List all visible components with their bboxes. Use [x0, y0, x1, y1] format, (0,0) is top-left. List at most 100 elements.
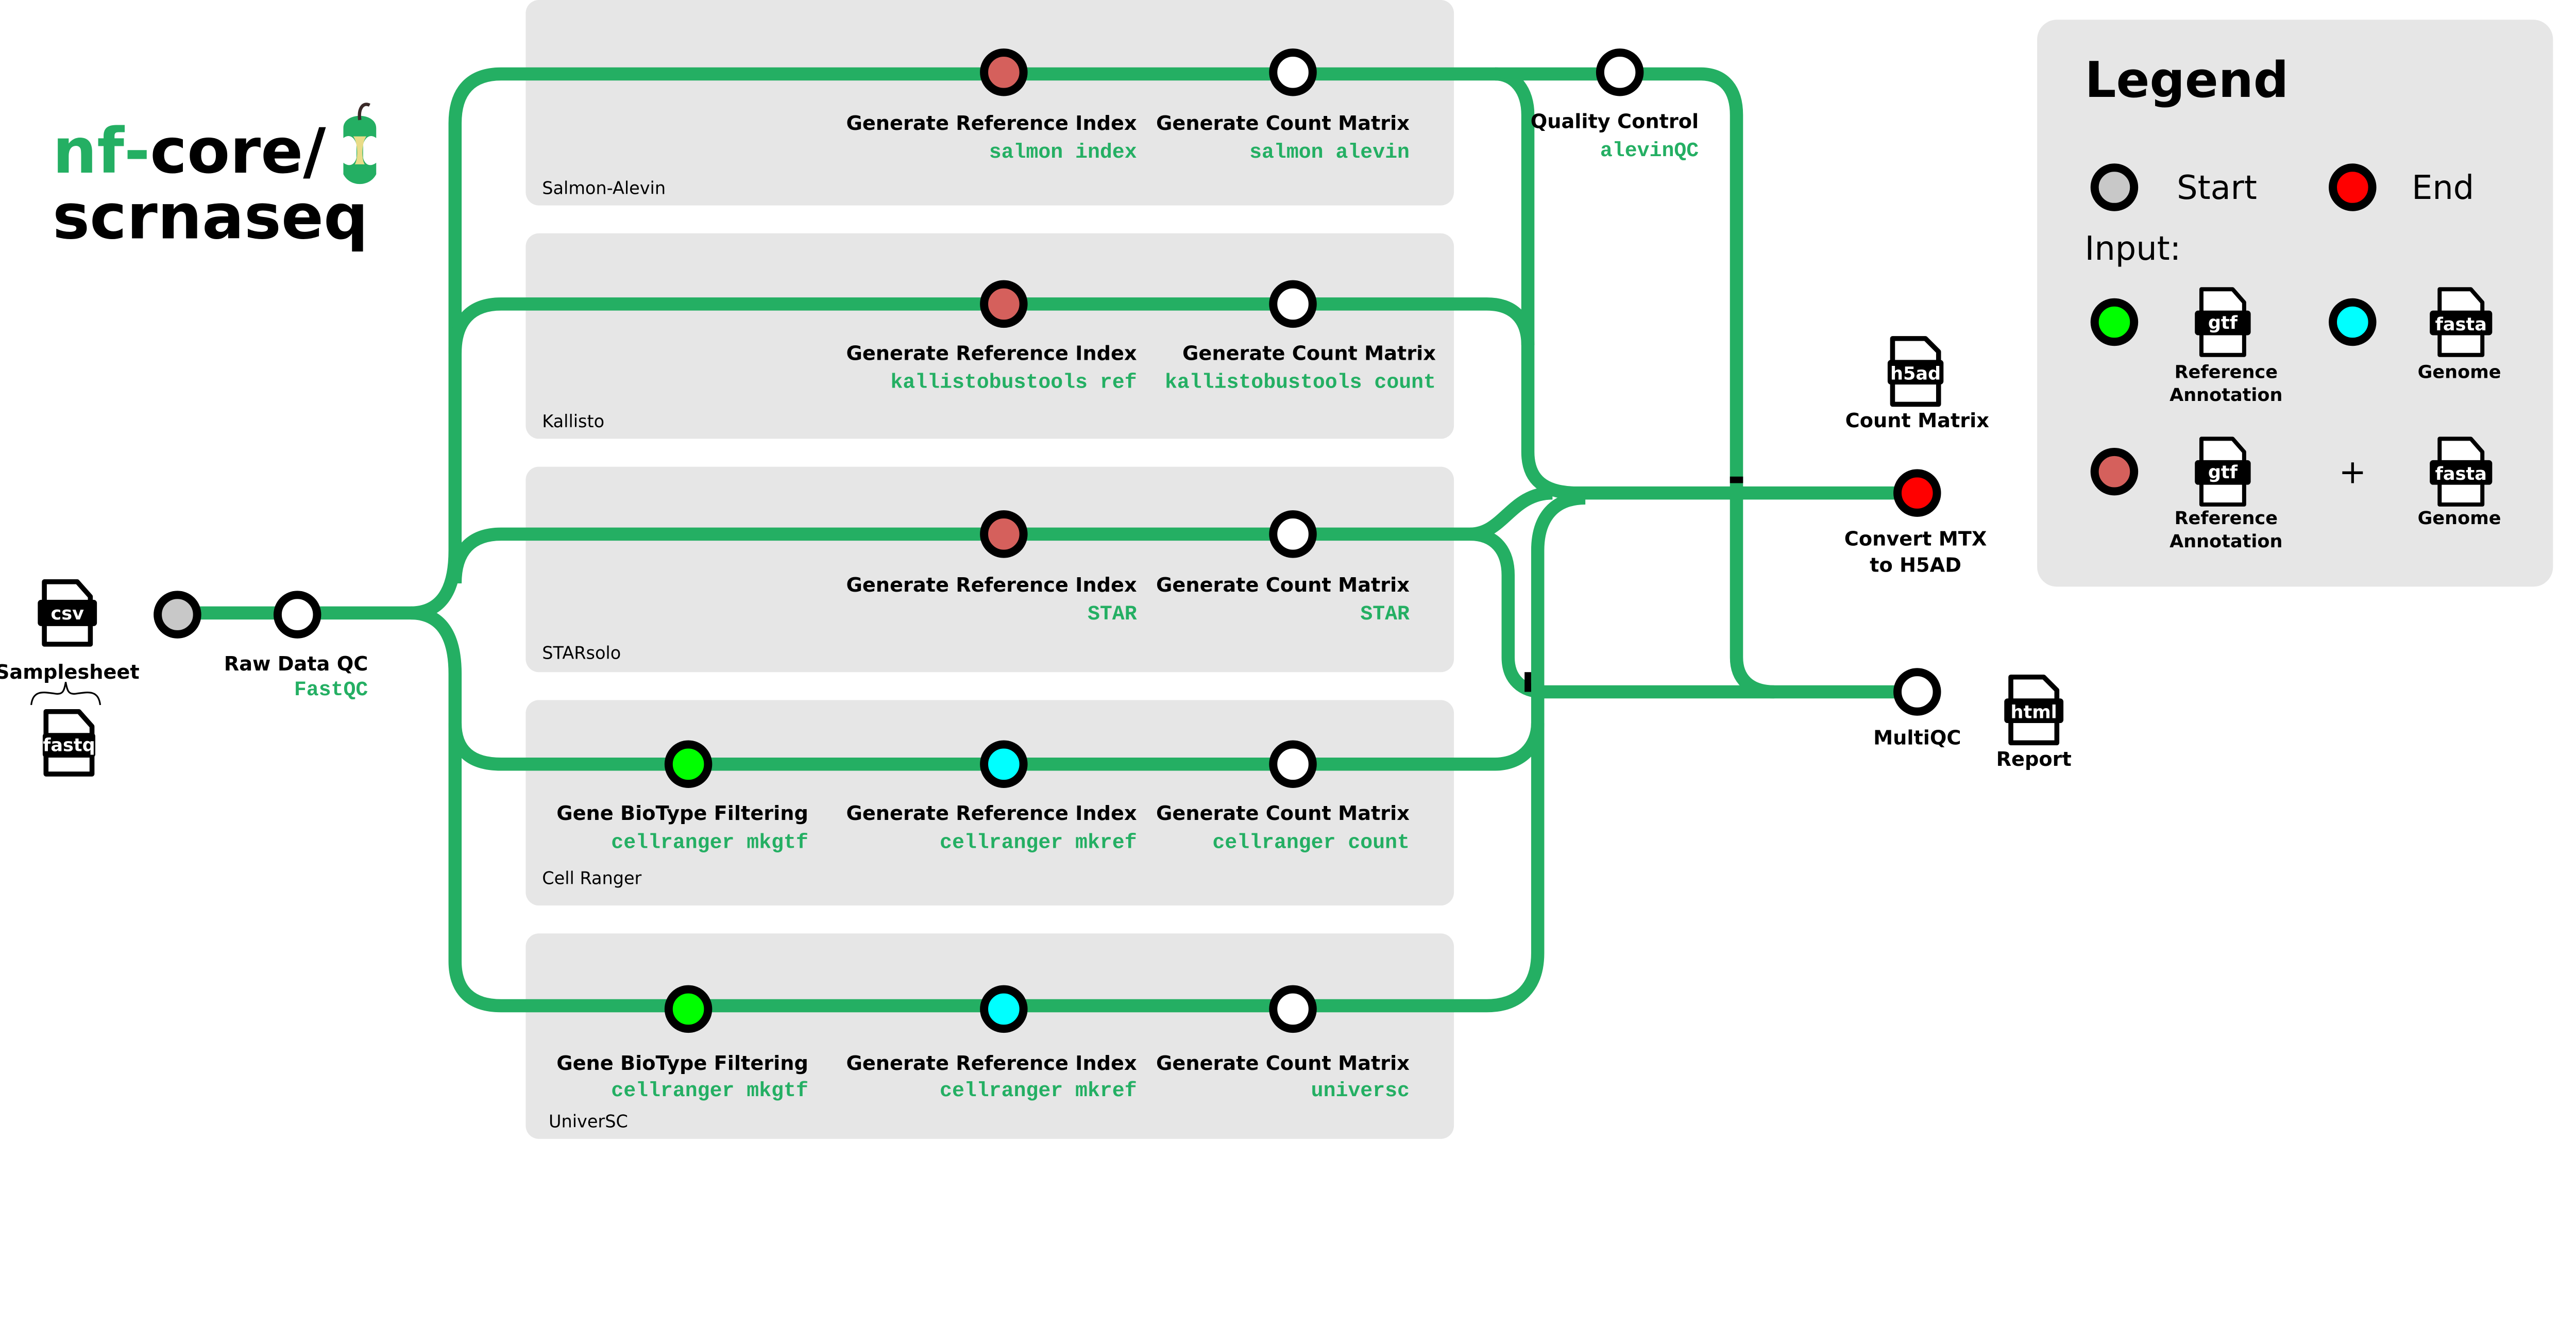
panel-label: UniverSC: [549, 1111, 628, 1131]
legend-ref-label: Reference: [2175, 361, 2278, 382]
convert-label: to H5AD: [1870, 554, 1961, 577]
step-label: Generate Reference Index: [846, 112, 1137, 135]
file-ext: fasta: [2435, 463, 2487, 484]
legend-plus: +: [2339, 453, 2366, 491]
track-qc: [1495, 67, 1775, 699]
track-kallisto: [448, 297, 1535, 354]
legend-fasta-node: [2329, 298, 2377, 346]
raw-qc-label: Raw Data QC: [224, 652, 368, 676]
universc-count-node[interactable]: [1269, 985, 1317, 1033]
step-tool: salmon index: [989, 141, 1137, 164]
qc-label: Quality Control: [1531, 110, 1699, 133]
salmon-alevin-node[interactable]: [1269, 48, 1317, 96]
step-tool: cellranger count: [1212, 831, 1410, 854]
panel-universc: [526, 933, 1454, 1139]
file-ext: fastq: [43, 734, 95, 756]
step-tool: salmon alevin: [1249, 141, 1410, 164]
legend-box: [2037, 20, 2553, 587]
fastq-file-icon: fastq: [42, 709, 95, 777]
file-ext: h5ad: [1890, 363, 1941, 384]
gtf-file-icon: gtf: [2195, 437, 2251, 507]
file-ext: fasta: [2435, 314, 2487, 335]
file-ext: csv: [50, 603, 84, 624]
step-label: Generate Count Matrix: [1156, 1052, 1410, 1075]
cellranger-count-node[interactable]: [1269, 740, 1317, 789]
h5ad-file-icon: h5ad: [1887, 336, 1944, 407]
step-tool: STAR: [1360, 602, 1410, 626]
track-trunk: [177, 67, 1918, 620]
start-node[interactable]: [154, 591, 201, 639]
file-ext: gtf: [2208, 462, 2238, 483]
legend-genome-label: Genome: [2418, 508, 2501, 529]
step-label: Generate Reference Index: [846, 1052, 1137, 1075]
qc-tool: alevinQC: [1600, 139, 1699, 162]
kallisto-count-node[interactable]: [1269, 280, 1317, 328]
legend-gtf-node: [2090, 298, 2139, 346]
step-label: Generate Count Matrix: [1156, 112, 1410, 135]
logo-dash: -: [124, 115, 150, 188]
crossing-marker: [1730, 476, 1743, 483]
step-tool: cellranger mkref: [940, 1079, 1137, 1102]
logo-pipeline-name: scrnaseq: [53, 180, 368, 253]
cellranger-mkref-node[interactable]: [980, 740, 1028, 789]
multiqc-label: MultiQC: [1873, 727, 1961, 750]
legend-start-node: [2090, 163, 2139, 211]
track-cellranger: [448, 723, 1545, 771]
subworkflow-panels: Salmon-Alevin Kallisto STARsolo Cell Ran…: [526, 0, 1454, 1139]
star-index-node[interactable]: [980, 510, 1028, 558]
step-tool: cellranger mkgtf: [611, 1079, 808, 1102]
cellranger-mkgtf-node[interactable]: [664, 740, 713, 789]
csv-file-icon: csv: [38, 579, 97, 647]
html-file-icon: html: [2004, 674, 2064, 746]
step-tool: kallistobustools ref: [890, 371, 1137, 394]
step-label: Generate Count Matrix: [1156, 574, 1410, 597]
fasta-file-icon: fasta: [2430, 437, 2493, 507]
fasta-file-icon: fasta: [2430, 287, 2493, 357]
salmon-index-node[interactable]: [980, 48, 1028, 96]
legend-input-heading: Input:: [2085, 230, 2181, 268]
quality-control-node[interactable]: [1596, 48, 1644, 96]
gtf-file-icon: gtf: [2195, 287, 2251, 357]
step-label: Generate Count Matrix: [1156, 802, 1410, 825]
step-tool: kallistobustools count: [1165, 371, 1436, 394]
panel-salmon-alevin: [526, 0, 1454, 206]
raw-qc-tool: FastQC: [294, 678, 368, 701]
legend-end-node: [2329, 163, 2377, 211]
samplesheet-label: Samplesheet: [0, 661, 140, 684]
panel-cellranger: [526, 700, 1454, 906]
track-universc: [410, 491, 1586, 1013]
panel-label: Kallisto: [542, 411, 604, 431]
step-tool: STAR: [1088, 602, 1137, 626]
panel-starsolo: [526, 466, 1454, 673]
step-label: Generate Reference Index: [846, 574, 1137, 597]
step-label: Generate Reference Index: [846, 342, 1137, 365]
legend-ref-label: Annotation: [2170, 531, 2282, 552]
tracks: [177, 67, 1918, 1013]
panel-kallisto: [526, 233, 1454, 439]
step-label: Generate Reference Index: [846, 802, 1137, 825]
legend-start-label: Start: [2177, 169, 2257, 207]
convert-label: Convert MTX: [1844, 528, 1987, 551]
legend-title: Legend: [2085, 51, 2289, 109]
nf-core-logo: nf-core/ scrnaseq: [53, 103, 377, 253]
legend: Legend Start End Input: gtf Reference An…: [2037, 20, 2553, 587]
pipeline-metro-map: Salmon-Alevin Kallisto STARsolo Cell Ran…: [0, 0, 2553, 1139]
step-label: Gene BioType Filtering: [556, 802, 808, 825]
panel-label: Salmon-Alevin: [542, 178, 666, 198]
file-ext: html: [2011, 701, 2057, 723]
legend-gtf-fasta-node: [2090, 447, 2139, 496]
logo-nf: nf: [53, 115, 125, 188]
kallisto-ref-node[interactable]: [980, 280, 1028, 328]
universc-mkref-node[interactable]: [980, 985, 1028, 1033]
count-matrix-label: Count Matrix: [1845, 409, 1990, 432]
universc-mkgtf-node[interactable]: [664, 985, 713, 1033]
apple-core-icon: [343, 103, 377, 184]
star-count-node[interactable]: [1269, 510, 1317, 558]
multiqc-node[interactable]: [1893, 668, 1941, 716]
report-label: Report: [1996, 748, 2072, 771]
brace-icon: [30, 682, 101, 706]
convert-h5ad-node[interactable]: [1893, 469, 1941, 517]
raw-qc-node[interactable]: [273, 591, 321, 639]
panel-label: Cell Ranger: [542, 868, 641, 888]
step-tool: cellranger mkref: [940, 831, 1137, 854]
